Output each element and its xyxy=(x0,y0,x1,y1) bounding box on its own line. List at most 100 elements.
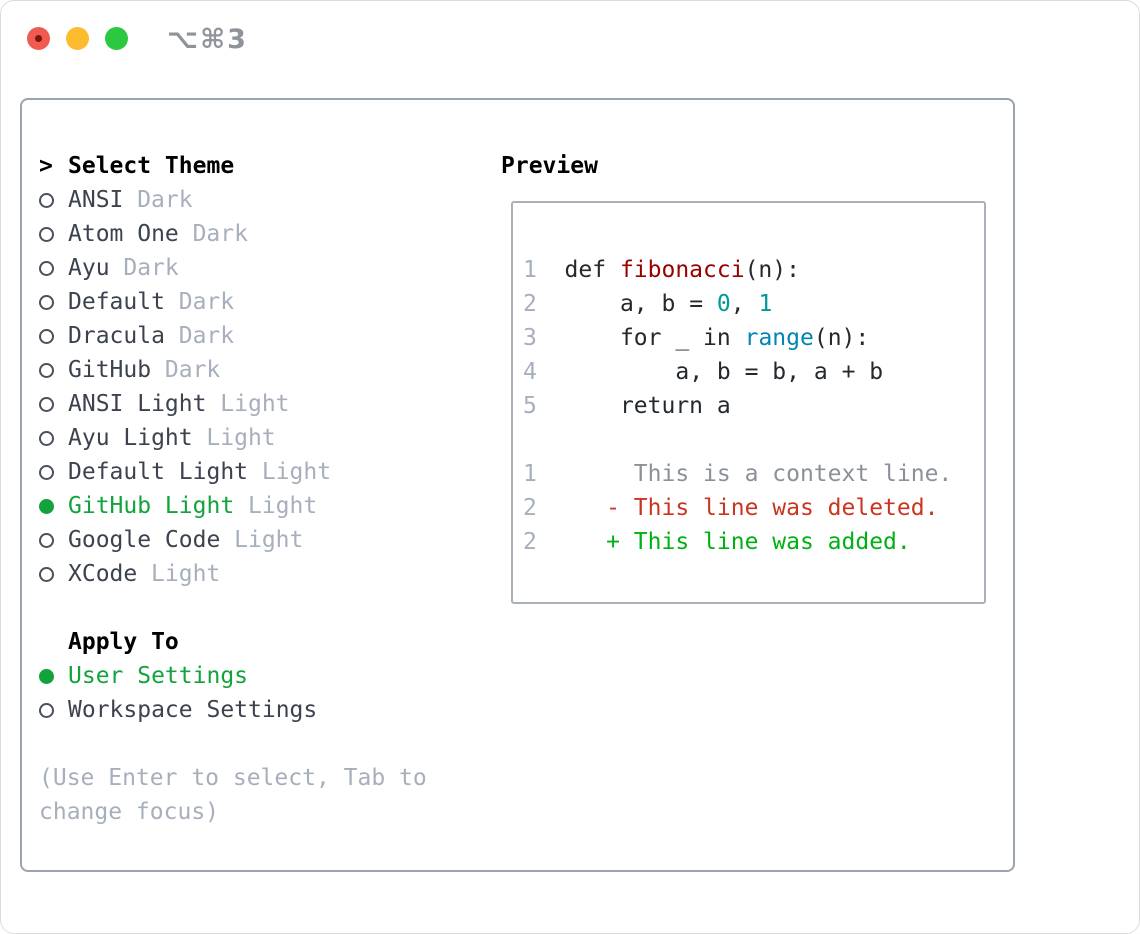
theme-variant-badge: Dark xyxy=(178,323,235,349)
code-token xyxy=(565,291,620,317)
code-token xyxy=(565,461,634,487)
line-number: 2 xyxy=(523,291,565,317)
code-preview: 1 def fibonacci(n): 2 a, b = 0, 1 3 for … xyxy=(523,253,952,559)
theme-name: Google Code xyxy=(68,527,221,553)
theme-option-xcode[interactable]: XCode Light xyxy=(39,557,479,591)
diff-added-line: 2 + This line was added. xyxy=(523,525,952,559)
code-token: 0 xyxy=(716,291,731,317)
theme-option-ayu-dark[interactable]: Ayu Dark xyxy=(39,251,479,285)
theme-option-github-light[interactable]: GitHub Light Light xyxy=(39,489,479,523)
diff-context-text: This is a context line. xyxy=(633,461,953,487)
apply-to-title: Apply To xyxy=(68,629,179,655)
theme-variant-badge: Dark xyxy=(137,187,193,213)
line-number: 5 xyxy=(523,393,565,419)
theme-variant-badge: Dark xyxy=(192,221,248,247)
code-line-2: 2 a, b = 0, 1 xyxy=(523,287,952,321)
code-token: in xyxy=(703,325,731,351)
code-token: a xyxy=(675,359,690,385)
radio-icon xyxy=(39,328,54,344)
line-number: 1 xyxy=(523,257,565,283)
radio-icon xyxy=(39,430,54,446)
theme-option-ayu-light[interactable]: Ayu Light Light xyxy=(39,421,479,455)
code-token: b xyxy=(869,359,884,385)
theme-option-google-code[interactable]: Google Code Light xyxy=(39,523,479,557)
theme-name: ANSI Light xyxy=(68,391,207,417)
code-token: , xyxy=(633,291,662,317)
titlebar: ⌥⌘3 xyxy=(1,1,1139,77)
code-token: b xyxy=(772,359,787,385)
code-token: _ xyxy=(661,325,704,351)
code-token: b xyxy=(661,291,676,317)
line-number: 4 xyxy=(523,359,565,385)
theme-variant-badge: Light xyxy=(151,561,221,587)
radio-selected-icon xyxy=(39,668,54,684)
code-token: for xyxy=(619,325,662,351)
radio-icon xyxy=(39,192,54,208)
theme-name: Atom One xyxy=(68,221,179,247)
code-token xyxy=(703,393,717,419)
code-token: def xyxy=(564,257,620,283)
code-token: = xyxy=(730,359,773,385)
theme-name: GitHub Light xyxy=(68,493,235,519)
code-token: , xyxy=(689,359,717,385)
hint-text-line-1: (Use Enter to select, Tab to xyxy=(39,765,427,791)
code-token xyxy=(731,325,745,351)
apply-option-label: User Settings xyxy=(68,663,249,689)
code-token: a xyxy=(619,291,634,317)
code-token: , xyxy=(786,359,814,385)
spacer xyxy=(39,727,479,761)
code-token xyxy=(565,495,607,521)
code-token: (n): xyxy=(744,257,800,283)
diff-context-line: 1 This is a context line. xyxy=(523,457,952,491)
diff-added-text: + This line was added. xyxy=(606,529,911,555)
preview-pane: 1 def fibonacci(n): 2 a, b = 0, 1 3 for … xyxy=(511,201,986,604)
radio-icon xyxy=(39,702,54,718)
zoom-button[interactable] xyxy=(105,27,128,50)
theme-option-ansi-dark[interactable]: ANSI Dark xyxy=(39,183,479,217)
theme-option-atom-one-dark[interactable]: Atom One Dark xyxy=(39,217,479,251)
code-token: a xyxy=(813,359,828,385)
code-token xyxy=(565,529,607,555)
theme-option-ansi-light[interactable]: ANSI Light Light xyxy=(39,387,479,421)
apply-option-workspace-settings[interactable]: Workspace Settings xyxy=(39,693,479,727)
code-token: return xyxy=(619,393,704,419)
radio-icon xyxy=(39,464,54,480)
code-line-blank xyxy=(523,423,952,457)
code-token xyxy=(565,359,676,385)
theme-option-dracula-dark[interactable]: Dracula Dark xyxy=(39,319,479,353)
code-line-4: 4 a, b = b, a + b xyxy=(523,355,952,389)
theme-variant-badge: Dark xyxy=(178,289,235,315)
code-token: + xyxy=(827,359,870,385)
theme-variant-badge: Light xyxy=(206,425,276,451)
theme-variant-badge: Light xyxy=(247,493,318,519)
theme-name: Ayu Light xyxy=(68,425,193,451)
code-token: range xyxy=(744,325,814,351)
spacer xyxy=(39,591,479,625)
code-token: a xyxy=(716,393,731,419)
select-theme-title: Select Theme xyxy=(68,153,235,179)
theme-option-default-dark[interactable]: Default Dark xyxy=(39,285,479,319)
code-token: (n): xyxy=(813,325,870,351)
prompt-icon: > xyxy=(39,153,53,179)
traffic-lights xyxy=(27,27,128,50)
theme-name: Default Light xyxy=(68,459,249,485)
theme-option-default-light[interactable]: Default Light Light xyxy=(39,455,479,489)
unsaved-dot-icon xyxy=(35,35,42,42)
theme-variant-badge: Light xyxy=(220,391,290,417)
theme-variant-badge: Dark xyxy=(164,357,221,383)
minimize-button[interactable] xyxy=(66,27,89,50)
line-number: 2 xyxy=(523,529,565,555)
theme-list: > Select Theme ANSI Dark Atom One Dark A… xyxy=(39,149,479,829)
hint-text-line-2: change focus) xyxy=(39,799,220,825)
theme-option-github-dark[interactable]: GitHub Dark xyxy=(39,353,479,387)
window-title: ⌥⌘3 xyxy=(167,24,248,55)
line-number: 1 xyxy=(523,461,565,487)
code-token: b xyxy=(716,359,731,385)
apply-option-user-settings[interactable]: User Settings xyxy=(39,659,479,693)
close-button[interactable] xyxy=(27,27,50,50)
radio-icon xyxy=(39,226,54,242)
radio-icon xyxy=(39,260,54,276)
code-token xyxy=(565,393,620,419)
line-number: 3 xyxy=(523,325,565,351)
